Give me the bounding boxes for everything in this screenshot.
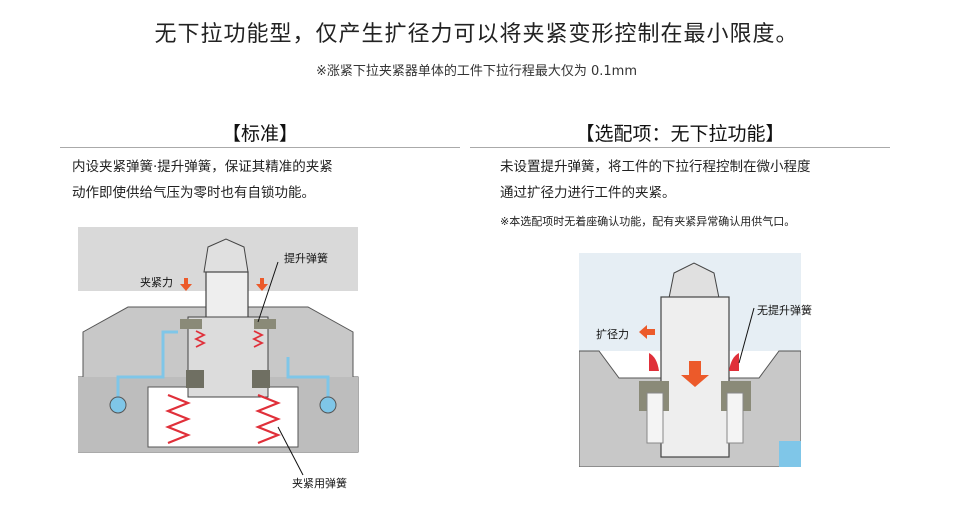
top-cap: [203, 238, 249, 273]
label-clamp-spring: 夹紧用弹簧: [292, 477, 347, 490]
standard-title: 【标准】: [221, 123, 298, 145]
collet-right: [254, 319, 276, 329]
lift-spring-right: [251, 330, 265, 348]
standard-divider: [60, 147, 460, 148]
down-arrow-icon: [180, 278, 192, 291]
label-no-lift-spring: 无提升弹簧: [757, 304, 812, 317]
air-passage-right: [286, 357, 330, 397]
left-arrow-icon: [639, 325, 655, 339]
option-note: ※本选配项时无着座确认功能，配有夹紧异常确认用供气口。: [500, 215, 796, 228]
nut-right: [252, 370, 270, 388]
option-desc-line2: 通过扩径力进行工件的夹紧。: [500, 185, 676, 201]
no-lift-spring-leader: [738, 307, 755, 364]
expand-mark-right: [729, 353, 739, 371]
air-port: [779, 441, 801, 467]
standard-desc-line1: 内设夹紧弹簧·提升弹簧，保证其精准的夹紧: [72, 159, 333, 175]
air-passage-left: [116, 330, 178, 397]
air-port-right: [319, 396, 337, 414]
option-desc-line1: 未设置提升弹簧，将工件的下拉行程控制在微小程度: [500, 159, 811, 175]
option-title: 【选配项：无下拉功能】: [575, 123, 785, 145]
standard-description: 内设夹紧弹簧·提升弹簧，保证其精准的夹紧 动作即使供给气压为零时也有自锁功能。: [72, 154, 462, 206]
lift-spring-left: [193, 330, 207, 348]
label-lift-spring: 提升弹簧: [284, 252, 328, 265]
down-arrow-icon: [681, 361, 709, 387]
label-clamp-force: 夹紧力: [140, 276, 173, 289]
collet-left: [180, 319, 202, 329]
nut-left: [186, 370, 204, 388]
option-diagram: [579, 253, 801, 467]
label-expand-force: 扩径力: [596, 328, 629, 341]
clamp-spring-leader: [277, 426, 304, 476]
option-description: 未设置提升弹簧，将工件的下拉行程控制在微小程度 通过扩径力进行工件的夹紧。: [500, 154, 900, 206]
sleeve-left: [646, 392, 664, 444]
subnote: ※涨紧下拉夹紧器单体的工件下拉行程最大仅为 0.1mm: [315, 64, 638, 79]
top-cap: [668, 262, 720, 299]
expand-mark-left: [649, 353, 659, 371]
down-arrow-icon: [256, 278, 268, 291]
air-port-left: [109, 396, 127, 414]
clamp-spring-right: [255, 393, 281, 445]
standard-desc-line2: 动作即使供给气压为零时也有自锁功能。: [72, 185, 315, 201]
headline: 无下拉功能型，仅产生扩径力可以将夹紧变形控制在最小限度。: [154, 22, 799, 47]
standard-diagram: [78, 227, 359, 476]
lift-spring-leader: [257, 261, 279, 323]
clamp-spring-left: [165, 393, 191, 445]
option-divider: [470, 147, 890, 148]
sleeve-right: [726, 392, 744, 444]
